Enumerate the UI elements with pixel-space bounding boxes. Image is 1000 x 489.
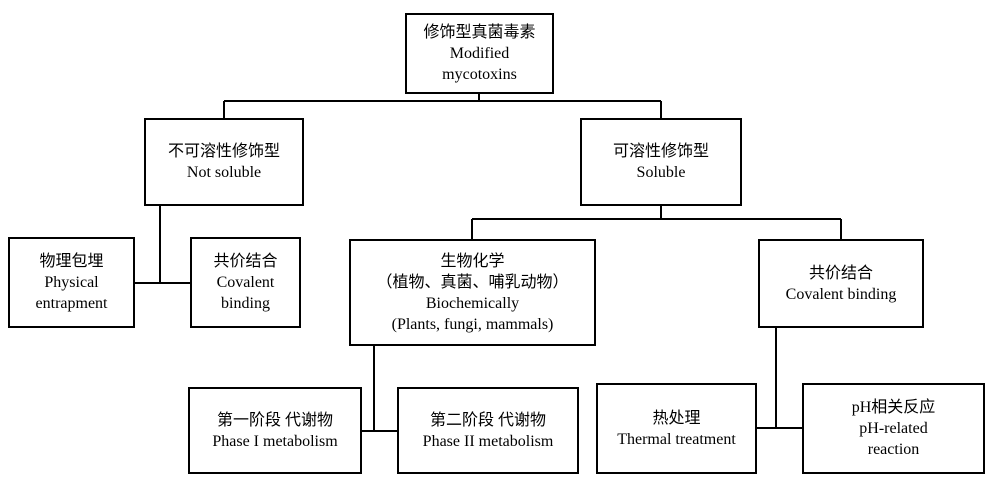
node-modified-mycotoxins: 修饰型真菌毒素 Modified mycotoxins	[405, 13, 554, 94]
node-label-zh: 可溶性修饰型	[612, 143, 709, 160]
node-soluble: 可溶性修饰型 Soluble	[580, 118, 742, 206]
node-label-en: Thermal treatment	[617, 430, 736, 448]
node-label-en: reaction	[867, 441, 920, 458]
node-covalent-binding-insoluble: 共价结合 Covalent binding	[190, 237, 301, 328]
node-label-zh: 共价结合	[808, 264, 873, 282]
node-not-soluble: 不可溶性修饰型 Not soluble	[144, 118, 304, 206]
node-label-en: Physical	[44, 274, 99, 291]
node-label-en: mycotoxins	[442, 66, 517, 83]
node-biochemically: 生物化学 （植物、真菌、哺乳动物） Biochemically (Plants,…	[349, 239, 596, 346]
node-label-en: Modified	[449, 45, 510, 62]
node-ph-related-reaction: pH相关反应 pH-related reaction	[802, 383, 985, 474]
node-label-zh: 第一阶段 代谢物	[216, 411, 333, 429]
node-label-en: Not soluble	[186, 164, 262, 181]
node-thermal-treatment: 热处理 Thermal treatment	[596, 383, 757, 474]
node-label-zh: 物理包埋	[39, 253, 104, 270]
node-label-en: Covalent	[216, 274, 275, 291]
node-phase-i-metabolism: 第一阶段 代谢物 Phase I metabolism	[188, 387, 362, 474]
node-label-zh: 生物化学	[440, 252, 505, 270]
node-label-en: Biochemically	[425, 294, 520, 312]
node-label-en: Phase I metabolism	[212, 432, 338, 450]
node-label-en: binding	[221, 295, 270, 312]
node-label-zh: pH相关反应	[851, 399, 936, 416]
node-label-zh: 不可溶性修饰型	[167, 143, 280, 160]
node-label-en: Covalent binding	[785, 285, 897, 303]
node-label-zh: 修饰型真菌毒素	[423, 24, 536, 41]
node-phase-ii-metabolism: 第二阶段 代谢物 Phase II metabolism	[397, 387, 579, 474]
node-label-zh: 第二阶段 代谢物	[429, 411, 546, 429]
node-label-zh: 热处理	[652, 409, 701, 427]
node-label-zh: （植物、真菌、哺乳动物）	[376, 273, 569, 291]
node-label-en: Soluble	[636, 164, 686, 181]
node-label-en: (Plants, fungi, mammals)	[391, 315, 554, 333]
node-label-en: Phase II metabolism	[422, 432, 554, 450]
node-label-en: pH-related	[859, 420, 928, 437]
node-label-en: entrapment	[35, 295, 108, 312]
node-physical-entrapment: 物理包埋 Physical entrapment	[8, 237, 135, 328]
node-label-zh: 共价结合	[213, 253, 278, 270]
node-covalent-binding-soluble: 共价结合 Covalent binding	[758, 239, 924, 328]
